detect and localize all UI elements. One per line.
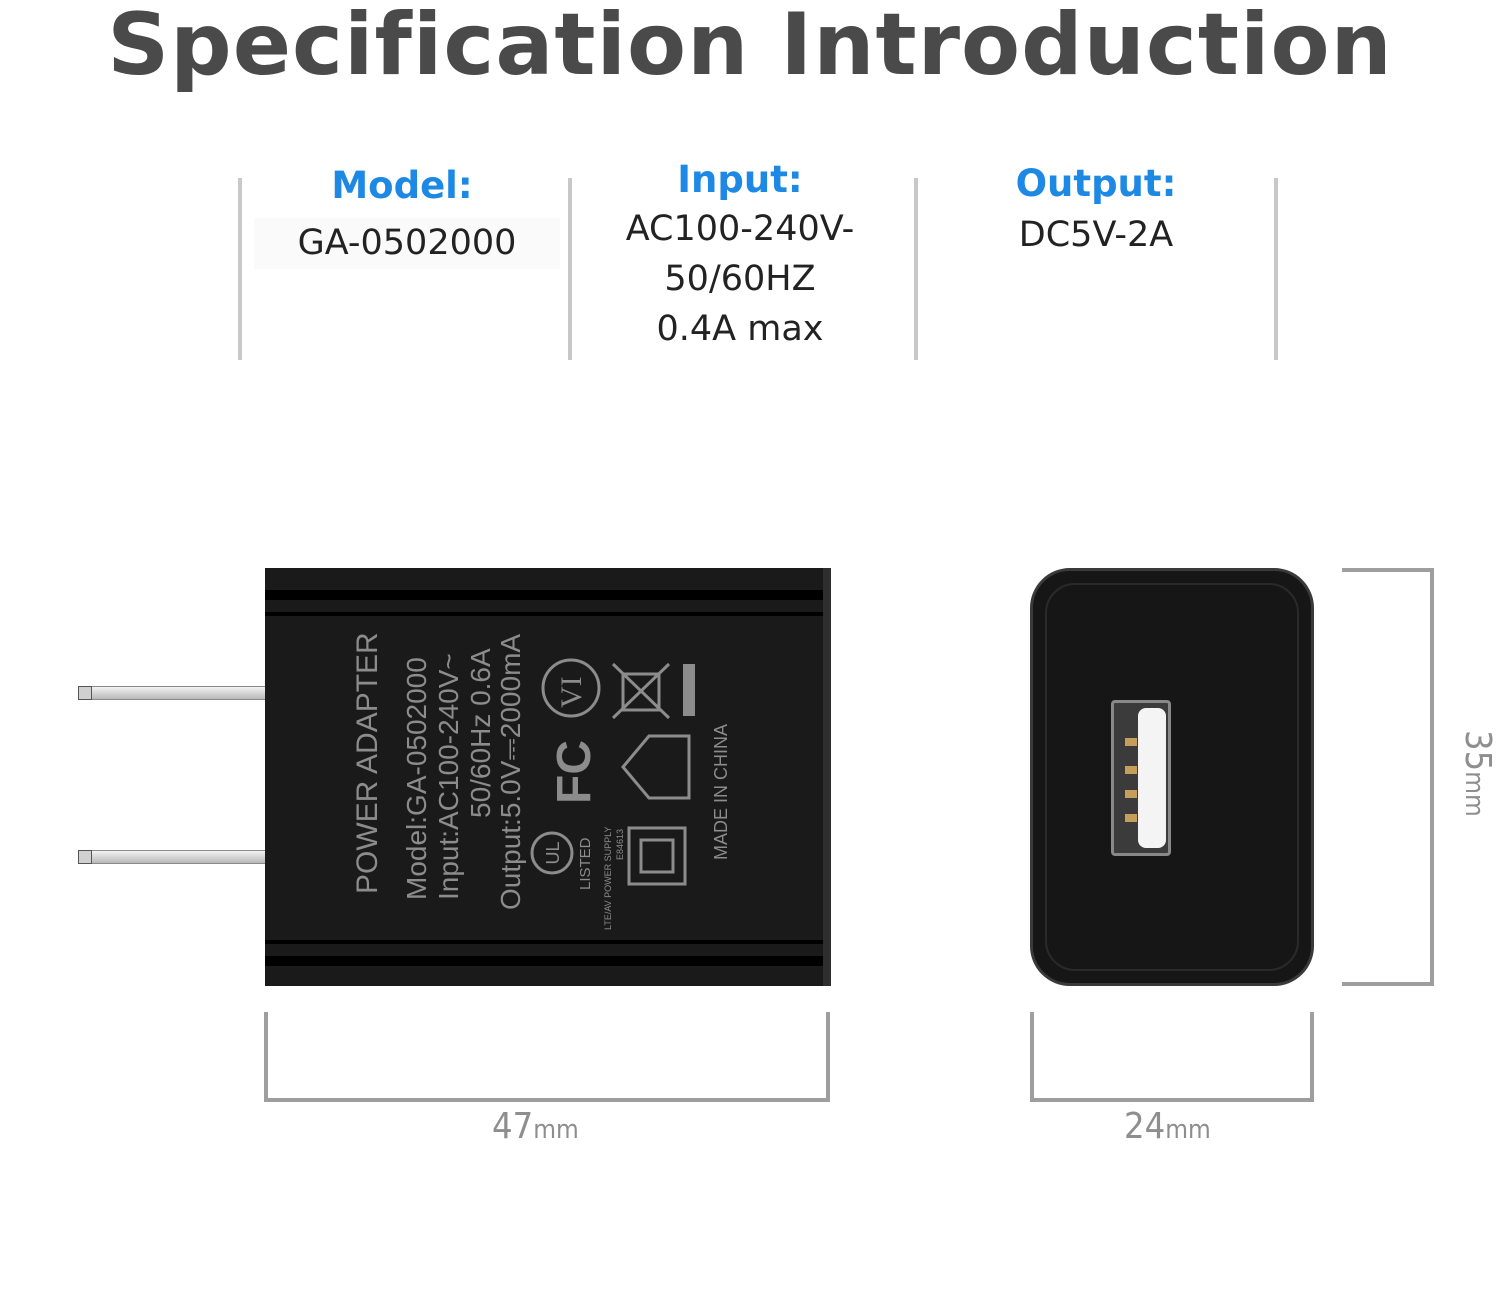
adapter-band-bottom-2: [265, 956, 823, 966]
double-insulation-icon: [627, 826, 687, 886]
usb-port-tongue: [1138, 708, 1166, 848]
adapter-band-bottom: [265, 940, 823, 944]
weee-bar: [683, 664, 695, 716]
output-label: Output:: [1015, 162, 1177, 205]
adapter-band-top: [265, 590, 823, 600]
plug-prong-top: [78, 686, 268, 700]
page-title: Specification Introduction: [107, 0, 1393, 95]
width-dimension-label: 47mm: [492, 1106, 579, 1147]
vi-mark-text: VI: [555, 676, 588, 708]
adapter-label-line3: Input:AC100-240V~: [433, 653, 464, 900]
adapter-label-text: POWER ADAPTER Model:GA-0502000 Input:AC1…: [265, 568, 831, 986]
input-value-line3: 0.4A max: [656, 309, 824, 349]
divider-4: [1274, 178, 1278, 360]
depth-dimension-label: 24mm: [1124, 1106, 1211, 1147]
plug-prong-top-tip: [78, 686, 92, 700]
height-dimension-bracket: [1342, 568, 1434, 986]
usb-pin-2: [1125, 766, 1137, 774]
width-dimension-value: 47: [492, 1106, 534, 1147]
input-label: Input:: [677, 158, 803, 201]
model-value: GA-0502000: [254, 218, 560, 269]
depth-dimension-value: 24: [1124, 1106, 1166, 1147]
ul-listed-text: LISTED: [577, 837, 594, 890]
energy-level-vi-icon: [541, 658, 601, 718]
usb-pin-4: [1125, 814, 1137, 822]
width-dimension-bracket: [264, 1012, 830, 1102]
height-dimension-label: 35mm: [1457, 730, 1498, 817]
indoor-use-house-icon: [621, 734, 691, 800]
plug-prong-bottom: [78, 850, 268, 864]
adapter-label-line5: Output:5.0V⎓2000mA: [495, 633, 526, 910]
usb-pin-1: [1125, 738, 1137, 746]
height-dimension-unit: mm: [1459, 771, 1489, 817]
weee-bin-icon: [611, 662, 671, 720]
input-value-line2: 50/60HZ: [664, 259, 816, 299]
adapter-front-view: [1030, 568, 1314, 986]
adapter-label-line2: Model:GA-0502000: [401, 657, 432, 900]
output-value: DC5V-2A: [1018, 215, 1174, 255]
plug-prong-bottom-tip: [78, 850, 92, 864]
adapter-label-line1: POWER ADAPTER: [351, 632, 384, 894]
divider-3: [914, 178, 918, 360]
adapter-front-bezel: [1045, 583, 1299, 971]
svg-text:UL: UL: [543, 841, 563, 864]
adapter-label-line4: 50/60Hz 0.6A: [465, 648, 496, 818]
divider-2: [568, 178, 572, 360]
ul-code-text: E84613: [615, 828, 625, 860]
width-dimension-unit: mm: [533, 1115, 579, 1145]
usb-pin-3: [1125, 790, 1137, 798]
input-value-line1: AC100-240V-: [625, 209, 855, 249]
adapter-band-top-2: [265, 612, 823, 616]
depth-dimension-bracket: [1030, 1012, 1314, 1102]
fcc-mark: FC: [548, 740, 601, 804]
ul-supply-text: LTE/AV POWER SUPPLY: [603, 826, 613, 930]
height-dimension-value: 35: [1457, 730, 1498, 772]
adapter-side-view: [265, 568, 831, 986]
divider-1: [238, 178, 242, 360]
made-in-china-text: MADE IN CHINA: [711, 723, 731, 860]
ul-listed-icon: UL: [530, 831, 574, 875]
depth-dimension-unit: mm: [1165, 1115, 1211, 1145]
model-label: Model:: [331, 164, 473, 207]
